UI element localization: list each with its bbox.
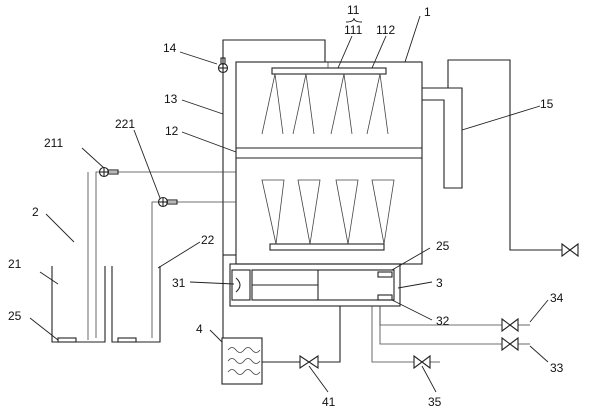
label-211: 211 xyxy=(44,136,63,150)
label-2: 2 xyxy=(32,205,39,219)
label-14: 14 xyxy=(163,41,177,55)
leader-lines xyxy=(29,15,549,393)
label-32: 32 xyxy=(436,314,450,328)
upper-spray-assembly xyxy=(261,62,389,135)
valve-34 xyxy=(501,317,519,333)
brace-11 xyxy=(345,17,363,23)
label-111: 111 xyxy=(344,23,363,37)
main-tank xyxy=(222,61,423,265)
label-31: 31 xyxy=(172,276,186,290)
valve-14 xyxy=(217,57,229,74)
valve-41 xyxy=(299,354,319,370)
valve-33 xyxy=(501,336,519,352)
label-41: 41 xyxy=(322,395,336,409)
valve-221 xyxy=(157,196,178,208)
tank-22 xyxy=(111,266,161,343)
label-221: 221 xyxy=(115,117,135,131)
bottom-reservoir xyxy=(229,263,401,307)
tank-21 xyxy=(51,266,106,343)
exhaust-duct xyxy=(422,59,562,251)
exhaust-valve xyxy=(561,242,579,258)
label-21: 21 xyxy=(8,257,22,271)
label-34: 34 xyxy=(550,291,564,305)
top-pipe xyxy=(222,39,326,62)
label-13: 13 xyxy=(164,92,178,106)
label-11: 11 xyxy=(347,3,360,17)
label-3: 3 xyxy=(436,276,443,290)
label-15: 15 xyxy=(540,97,554,111)
label-35: 35 xyxy=(428,395,442,409)
label-33: 33 xyxy=(550,361,564,375)
tank-pipes xyxy=(87,171,236,340)
label-4: 4 xyxy=(196,322,203,336)
label-25-left: 25 xyxy=(8,309,22,323)
divider-plate xyxy=(236,147,422,159)
label-1: 1 xyxy=(424,5,431,19)
reservoir-pipes xyxy=(262,306,530,363)
heat-exchanger xyxy=(221,255,263,385)
label-22: 22 xyxy=(201,233,215,247)
reference-labels: 1 11 111 112 14 13 12 15 211 221 2 22 21… xyxy=(8,3,564,409)
label-25-right: 25 xyxy=(436,239,450,253)
label-112: 112 xyxy=(376,23,395,37)
lower-spray-assembly xyxy=(261,179,395,251)
label-12: 12 xyxy=(165,124,179,138)
valve-35 xyxy=(413,354,431,370)
